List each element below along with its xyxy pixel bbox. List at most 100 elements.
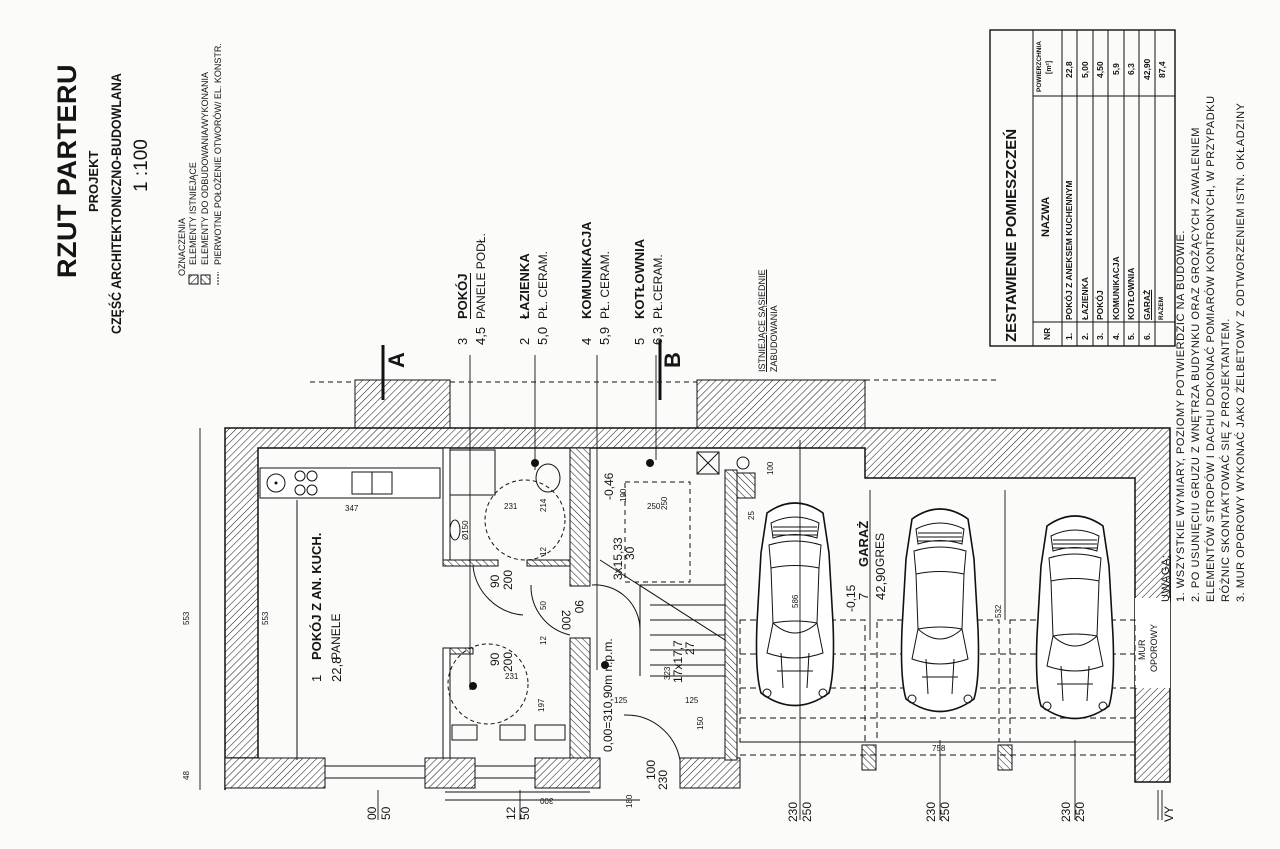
room-table-cell-nr: 4.: [1111, 332, 1121, 340]
room-table-cell-name: POKÓJ: [1095, 290, 1105, 320]
dim-hall-125: 125: [614, 696, 628, 705]
legend-swatch-existing: [188, 274, 199, 285]
room-table-header-unit: [m²]: [1046, 60, 1053, 74]
car-icon: [900, 508, 980, 713]
dim-stairs-2: 30: [623, 546, 637, 560]
room-tag-name: POKÓJ: [455, 273, 471, 319]
room-tag-floor: PŁ. CERAM.: [536, 250, 550, 319]
dim-kitchen-length: 553: [261, 611, 270, 625]
dim-bottom: 00: [365, 806, 379, 820]
dim-bath-12: 12: [539, 547, 548, 556]
dim-garage-100: 100: [766, 461, 775, 475]
note-line: 1. WSZYSTKIE WYMIARY, POZIOMY POTWIERDZI…: [1175, 229, 1187, 602]
room-table-cell-area: 42,90: [1142, 58, 1152, 80]
drawing-title: RZUT PARTERU: [52, 64, 82, 278]
dim-door-90: 90: [488, 652, 502, 666]
room-table-title: ZESTAWIENIE POMIESZCZEŃ: [1003, 128, 1020, 342]
dim-bottom: VY: [1162, 805, 1176, 822]
room-tag-area: 42,90: [873, 567, 888, 600]
dim-garage-25: 25: [747, 511, 756, 520]
room-table-cell-nr: 6.: [1142, 332, 1152, 340]
room-tag-floor: PŁ.CERAM.: [651, 254, 665, 319]
section-marker-a: A: [384, 352, 409, 368]
room-table-cell-name: KOMUNIKACJA: [1111, 256, 1121, 320]
dim-garage-758: 758: [932, 744, 946, 753]
legend-swatch-new: [200, 274, 211, 285]
room-table-cell-nr: 1.: [1064, 332, 1074, 340]
room-table-cell-name: GARAŻ: [1142, 289, 1152, 320]
room-tag-number: 3: [455, 337, 470, 345]
room-table-header-area: POWIERZCHNIA: [1036, 41, 1043, 92]
room-tag-name: ŁAZIENKA: [517, 253, 532, 319]
dim-garage-586: 586: [791, 594, 800, 608]
room-tag-name: GARAŻ: [856, 520, 871, 567]
dim-bottom: 250: [800, 801, 814, 822]
drawing-scale: 1 :100: [131, 139, 152, 192]
room-table-cell-area: 4,50: [1095, 61, 1105, 78]
dim-bath-12: 12: [539, 636, 548, 645]
room-tag-name: KOMUNIKACJA: [579, 221, 594, 320]
dim-door-50: 50: [539, 601, 548, 610]
room-tag-area: 6,3: [650, 326, 665, 345]
dim-bottom: 180: [625, 794, 634, 808]
neighbor-label-line1: ISTNIEJĄCE SĄSIEDNIE: [757, 269, 767, 372]
room-tag-floor: PŁ. CERAM.: [598, 250, 612, 319]
dim-left-total: 553: [182, 611, 191, 625]
room-tag-number: 7: [856, 592, 871, 600]
room-tag-number: 4: [579, 337, 594, 345]
level-garage: -0,15: [844, 584, 858, 612]
room-table-cell-area: 5,9: [1111, 63, 1121, 75]
dim-bottom: 230: [786, 801, 800, 822]
room-tag-floor: PANELE PODŁ.: [474, 233, 488, 319]
room-tag-area: 5,0: [535, 326, 550, 345]
room-table-header-nr: NR: [1042, 327, 1052, 340]
neighbor-label-line2: ZABUDOWANIA: [769, 305, 779, 372]
dim-hall-90: 90: [572, 600, 586, 614]
dim-left-bottom: 48: [182, 771, 191, 780]
room-table-cell-nr: 2.: [1080, 332, 1090, 340]
neighbor-building-block: [696, 379, 866, 429]
dim-boiler-250: 250: [660, 496, 669, 510]
car-icon: [1035, 515, 1115, 720]
dim-bottom: 230: [656, 769, 670, 790]
dim-stairs-4: 27: [683, 641, 697, 655]
dim-bath-231: 231: [504, 502, 518, 511]
legend-heading: OZNACZENIA: [177, 217, 187, 276]
note-line: 2. PO USUNIĘCIU GRUZU Z WNĘTRZA BUDYNKU …: [1190, 127, 1202, 602]
room-tag-number: 2: [517, 337, 532, 345]
dim-bottom: 50: [518, 806, 532, 820]
dim-hall-150: 150: [696, 716, 705, 730]
legend-item-original-openings: PIERWOTNE POŁOŻENIE OTWORÓW/ EL. KONSTR.: [213, 43, 223, 265]
room-tag-floor: PANELE: [329, 613, 343, 660]
dim-bottom: 50: [379, 806, 393, 820]
room-table-cell-area: 5,00: [1080, 61, 1090, 78]
room-table-header-name: NAZWA: [1040, 196, 1052, 237]
room-tag-area: 4,5: [473, 326, 488, 345]
room-table-cell-name: ŁAZIENKA: [1080, 277, 1090, 320]
room-table-cell-area: 22,8: [1064, 61, 1074, 78]
legend-item-new: ELEMENTY DO ODBUDOWANIA/WYKONANIA: [200, 71, 210, 265]
dim-boiler-250: 250: [647, 502, 661, 511]
neighbor-building-block: [354, 379, 451, 429]
staircase: [599, 559, 726, 677]
drawing-part: CZĘŚĆ ARCHITEKTONICZNO-BUDOWLANA: [109, 73, 124, 334]
room-tag-number: 1: [309, 674, 324, 682]
room-tag-area: 22,8: [329, 656, 344, 682]
notes-heading: UWAGA:: [1160, 554, 1172, 602]
room-table-grid: [989, 29, 1176, 347]
room-table-cell-area: 6,3: [1126, 63, 1136, 75]
room-tag-name: POKÓJ Z AN. KUCH.: [309, 532, 324, 660]
dim-bottom: 300: [540, 796, 554, 805]
room-table-cell-name: KOTŁOWNIA: [1126, 267, 1136, 320]
level-boiler: -0,46: [602, 472, 616, 500]
dim-garage-532: 532: [994, 604, 1003, 618]
room-tag-name: KOTŁOWNIA: [632, 238, 647, 319]
dim-bottom: 12: [504, 806, 518, 820]
dim-bottom: 230: [1059, 801, 1073, 822]
dim-bottom: 250: [938, 801, 952, 822]
dim-bottom: 250: [1073, 801, 1087, 822]
room-tag-number: 5: [632, 337, 647, 345]
dim-door-90: 90: [488, 574, 502, 588]
retaining-wall-label-line1: MUR: [1137, 639, 1147, 661]
